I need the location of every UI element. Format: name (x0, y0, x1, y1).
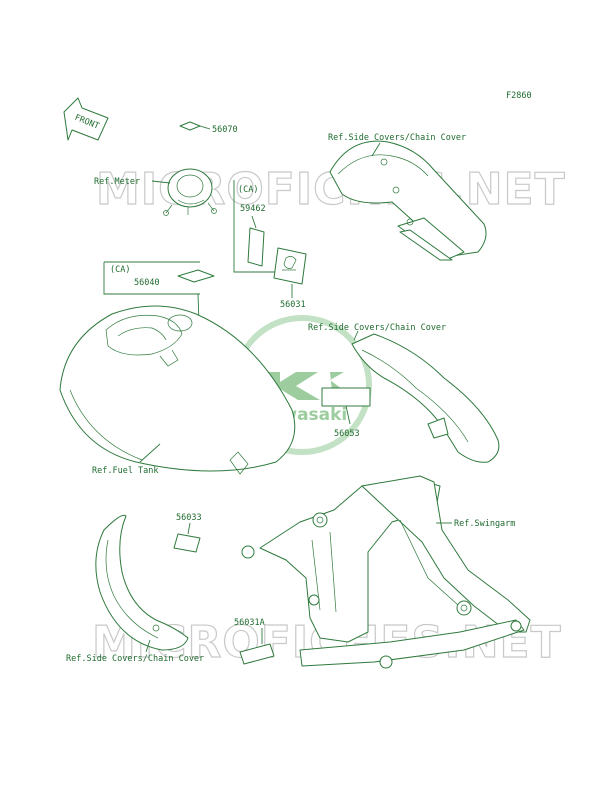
callout-56031a: 56031A (234, 618, 265, 628)
callout-ref-side-covers-1: Ref.Side Covers/Chain Cover (328, 133, 466, 143)
side-cover-middle-part: Ref.Side Covers/Chain Cover 56053 (308, 323, 500, 463)
callout-56040: 56040 (134, 278, 160, 288)
callout-56033: 56033 (176, 513, 202, 523)
callout-59462: 59462 (240, 204, 266, 214)
callout-ref-side-covers-3: Ref.Side Covers/Chain Cover (66, 654, 204, 664)
label-56033: 56033 (173, 513, 202, 553)
label-56070: 56070 (179, 121, 238, 135)
callout-ref-swingarm: Ref.Swingarm (454, 519, 515, 529)
callout-ca-2: (CA) (110, 265, 130, 275)
side-cover-upper-part: Ref.Side Covers/Chain Cover (328, 133, 487, 261)
label-56031: 56031 (273, 247, 307, 310)
fuel-tank-part: Ref.Fuel Tank (59, 305, 296, 476)
callout-ref-meter: Ref.Meter (94, 177, 140, 187)
callout-56070: 56070 (212, 125, 238, 135)
figure-id: F2860 (506, 91, 532, 101)
callout-56053: 56053 (334, 429, 360, 439)
callout-ca-1: (CA) (238, 185, 258, 195)
label-56031a: 56031A (234, 618, 275, 665)
callout-ref-fuel-tank: Ref.Fuel Tank (92, 466, 159, 476)
ca-59462-group: (CA) 59462 (233, 180, 278, 273)
callout-ref-side-covers-2: Ref.Side Covers/Chain Cover (308, 323, 446, 333)
callout-56031: 56031 (280, 300, 306, 310)
side-cover-lower-part: Ref.Side Covers/Chain Cover (66, 514, 204, 664)
swingarm-part: Ref.Swingarm (241, 475, 531, 669)
meter-part: Ref.Meter (94, 168, 217, 216)
front-arrow-icon: FRONT (63, 97, 109, 141)
